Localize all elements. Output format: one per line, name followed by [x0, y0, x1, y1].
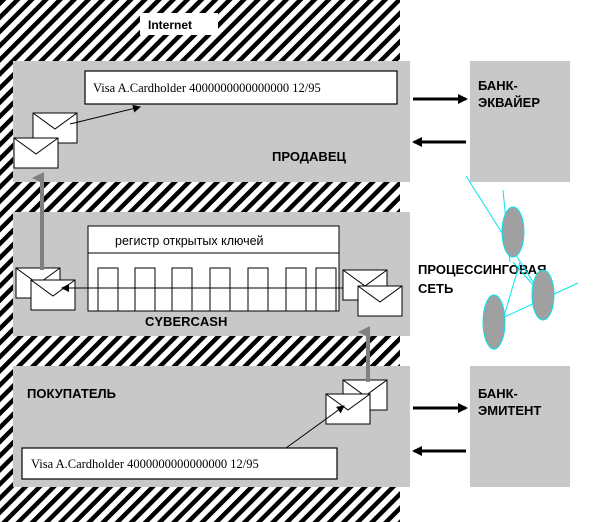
internet-label-bg	[140, 13, 218, 35]
merchant-card-record: Visa A.Cardholder 4000000000000000 12/95	[93, 81, 321, 95]
cybercash-envelope-left-front-icon	[30, 279, 76, 311]
processing-network-graph	[465, 175, 579, 351]
cybercash-label: CYBERCASH	[145, 314, 227, 329]
network-node	[531, 269, 555, 321]
merchant-envelope-to-record-arrow	[69, 104, 141, 125]
merchant-label: ПРОДАВЕЦ	[272, 149, 346, 164]
buyer-card-record: Visa A.Cardholder 4000000000000000 12/95	[31, 457, 259, 471]
network-node	[501, 206, 525, 258]
buyer-label: ПОКУПАТЕЛЬ	[27, 386, 116, 401]
buyer-record-to-envelope-arrow	[285, 405, 345, 449]
registry-slot	[134, 267, 156, 312]
cybercash-envelope-right-front-icon	[357, 285, 403, 317]
public-key-registry-label: регистр открытых ключей	[115, 234, 264, 248]
internet-label: Internet	[148, 18, 192, 32]
acquirer-bank-panel	[470, 61, 570, 182]
merchant-card-record-box	[84, 70, 398, 105]
buyer-card-record-box	[21, 447, 338, 480]
registry-slot	[315, 267, 337, 312]
registry-slot	[285, 267, 307, 312]
network-node	[482, 294, 506, 350]
processing-network-label-line1: ПРОЦЕССИНГОВАЯ	[418, 262, 546, 277]
merchant-envelope-front-icon	[13, 137, 59, 169]
acquirer-bank-label-line2: ЭКВАЙЕР	[478, 95, 540, 110]
issuer-bank-label-line1: БАНК-	[478, 386, 518, 401]
buyer-envelope-front-icon	[325, 393, 371, 425]
registry-slot	[97, 267, 119, 312]
registry-slots	[97, 267, 337, 312]
processing-network-label-line2: СЕТЬ	[418, 281, 453, 296]
registry-slot	[247, 267, 269, 312]
registry-slot	[171, 267, 193, 312]
issuer-bank-panel	[470, 366, 570, 487]
issuer-bank-label-line2: ЭМИТЕНТ	[478, 403, 541, 418]
acquirer-bank-label-line1: БАНК-	[478, 78, 518, 93]
registry-slot	[209, 267, 231, 312]
